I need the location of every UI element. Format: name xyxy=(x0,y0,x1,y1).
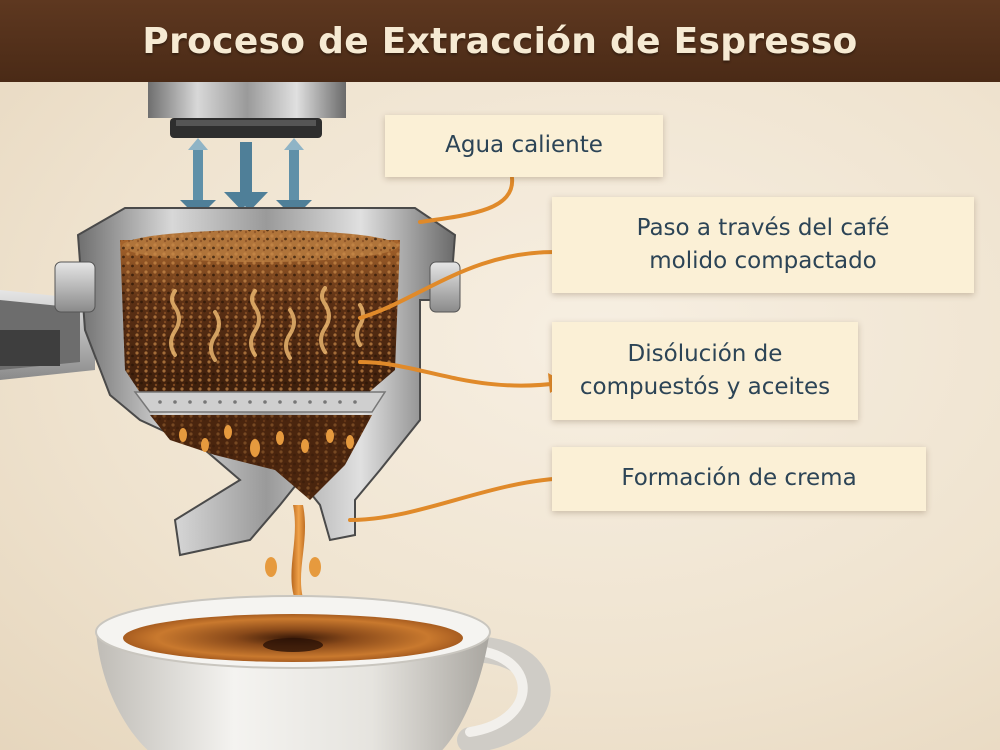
portafilter-icon xyxy=(54,207,461,557)
portafilter-handle xyxy=(0,290,95,380)
callout-hot-water: Agua caliente xyxy=(385,115,663,177)
espresso-cup-icon xyxy=(95,595,551,750)
callout-crema-formation: Formación de crema xyxy=(552,447,926,511)
leader-lines xyxy=(348,176,572,522)
water-arrow-icon xyxy=(180,138,312,218)
callout-dissolution: Disólución de compuestós y aceites xyxy=(552,322,858,420)
group-head xyxy=(148,82,346,138)
callout-dissolve-line2: compuestós y aceites xyxy=(579,374,831,400)
extraction-swirls xyxy=(169,286,365,362)
callout-pass-through-coffee: Paso a través del café molido compactado xyxy=(552,197,974,293)
callout-pass-line1: Paso a través del café xyxy=(636,214,890,241)
header-bar: Proceso de Extracción de Espresso xyxy=(0,0,1000,82)
callout-pass-line2: molido compactado xyxy=(649,248,877,274)
page-title: Proceso de Extracción de Espresso xyxy=(142,20,858,62)
callout-dissolve-line1: Disólución de xyxy=(627,340,783,367)
callout-hot-water-text: Agua caliente xyxy=(445,132,603,159)
callout-crema-text: Formación de crema xyxy=(621,465,857,492)
espresso-drips xyxy=(179,425,354,577)
